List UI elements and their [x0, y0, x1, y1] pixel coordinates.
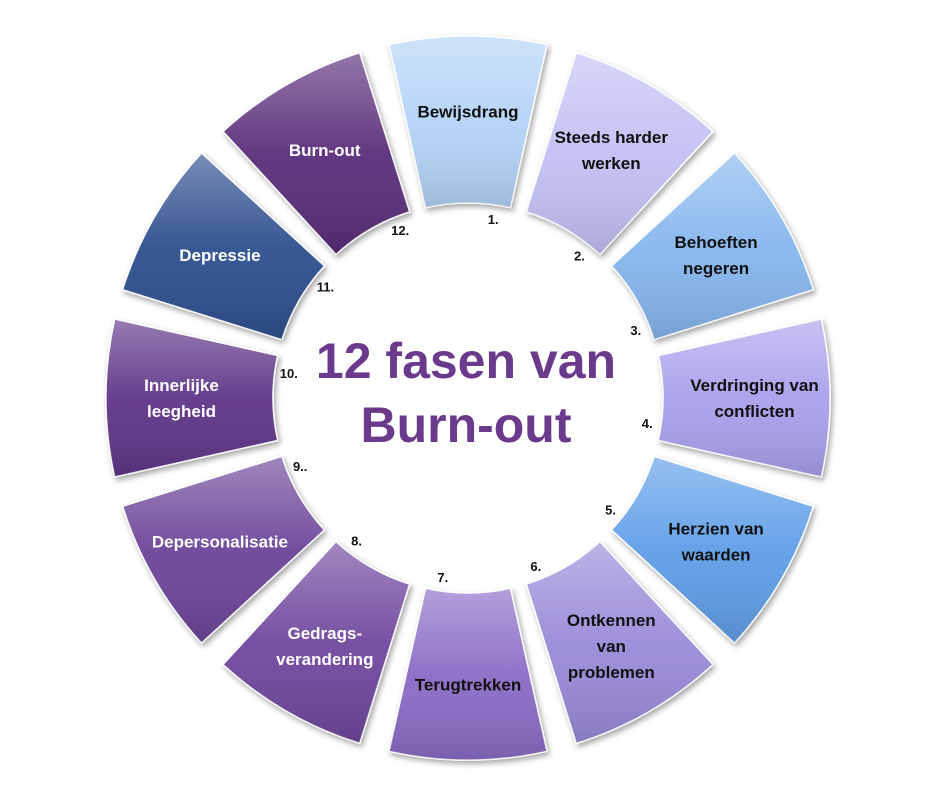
phase-label-line: Behoeften [675, 233, 758, 252]
phase-segment-gloss [611, 456, 814, 643]
phase-segment-2: Steeds harder werken [525, 51, 715, 256]
phase-segment-gloss [122, 456, 325, 643]
phase-label-line: Innerlijke [144, 376, 219, 395]
phase-segment-gloss [611, 153, 814, 340]
phase-segment-5: Herzien van waarden [610, 455, 815, 645]
phase-segment-gloss [658, 319, 831, 477]
phase-label-line: Depressie [179, 246, 260, 265]
title-line-1: 12 fasen van [316, 333, 616, 389]
phase-segment-gloss [389, 35, 547, 208]
phase-label: Gedrags-verandering [276, 624, 373, 669]
phase-number-10: 10. [280, 366, 298, 381]
phase-segment-gloss [223, 541, 410, 744]
phase-label: Steeds harder werken [555, 128, 669, 173]
phase-label: Terugtrekken [415, 676, 521, 695]
phase-number-5: 5. [605, 502, 616, 517]
phase-number-11: 11. [317, 280, 334, 295]
phase-label-line: Verdringing van [690, 376, 818, 395]
phase-number-2: 2. [574, 248, 585, 263]
phase-number-12: 12. [391, 223, 409, 238]
phase-number-6: 6. [530, 559, 541, 574]
phase-segment-6: Ontkennen van problemen [525, 540, 715, 745]
phase-number-7: 7. [437, 570, 448, 585]
phase-label-line: Depersonalisatie [152, 532, 288, 551]
phase-label-line: Ontkennen [567, 611, 656, 630]
phase-label-line: problemen [568, 663, 655, 682]
phase-label-line: Herzien van [668, 519, 763, 538]
phase-label-line: leegheid [147, 402, 216, 421]
phase-number-3: 3. [630, 323, 641, 338]
phase-label-line: Terugtrekken [415, 676, 521, 695]
phase-segment-gloss [223, 52, 410, 255]
phase-label-line: conflicten [714, 402, 794, 421]
phase-number-8: 8. [351, 534, 362, 549]
phase-segment-gloss [105, 319, 278, 477]
phase-label-line: van [597, 637, 626, 656]
phase-segment-12: Burn-out [221, 51, 411, 256]
phase-segment-4: Verdringing van conflicten [657, 318, 831, 478]
phase-label-line: werken [581, 154, 641, 173]
phase-label-line: negeren [683, 259, 749, 278]
phase-label: Bewijsdrang [417, 103, 518, 122]
phase-segment-1: Bewijsdrang [388, 35, 548, 209]
phase-label-line: Gedrags- [287, 624, 362, 643]
phase-segment-gloss [122, 153, 325, 340]
phase-label: Behoeften negeren [675, 233, 758, 278]
phase-numbers: 1. 2. 3. 4. 5. 6. 7. 8. 9.. 10. 11. 12. [280, 212, 653, 585]
diagram-title: 12 fasen van Burn-out [316, 333, 616, 453]
phase-segment-10: Innerlijke leegheid [105, 318, 279, 478]
title-line-2: Burn-out [360, 397, 571, 453]
phase-label-line: Steeds harder [555, 128, 669, 147]
phase-label: Depressie [179, 246, 260, 265]
phase-segment-8: Gedrags-verandering [221, 540, 411, 745]
phase-label-line: verandering [276, 650, 373, 669]
phase-segment-gloss [526, 541, 713, 744]
phase-label: Burn-out [289, 141, 361, 160]
phase-label: Herzien van waarden [668, 519, 763, 564]
phase-label: Verdringing van conflicten [690, 376, 818, 421]
phase-number-4: 4. [642, 416, 653, 431]
phase-segment-gloss [526, 52, 713, 255]
phase-segment-7: Terugtrekken [388, 587, 548, 761]
phase-segment-gloss [389, 588, 547, 761]
phase-label: Depersonalisatie [152, 532, 288, 551]
phase-segment-11: Depressie [121, 151, 326, 341]
phase-segment-9: Depersonalisatie [121, 455, 326, 645]
phase-label-line: waarden [681, 545, 751, 564]
phase-label-line: Burn-out [289, 141, 361, 160]
phase-label-line: Bewijsdrang [417, 103, 518, 122]
phase-segment-3: Behoeften negeren [610, 151, 815, 341]
phase-label: Innerlijke leegheid [144, 376, 219, 421]
phase-label: Ontkennen van problemen [567, 611, 656, 682]
phase-number-9: 9.. [293, 459, 307, 474]
phase-number-1: 1. [488, 212, 499, 227]
